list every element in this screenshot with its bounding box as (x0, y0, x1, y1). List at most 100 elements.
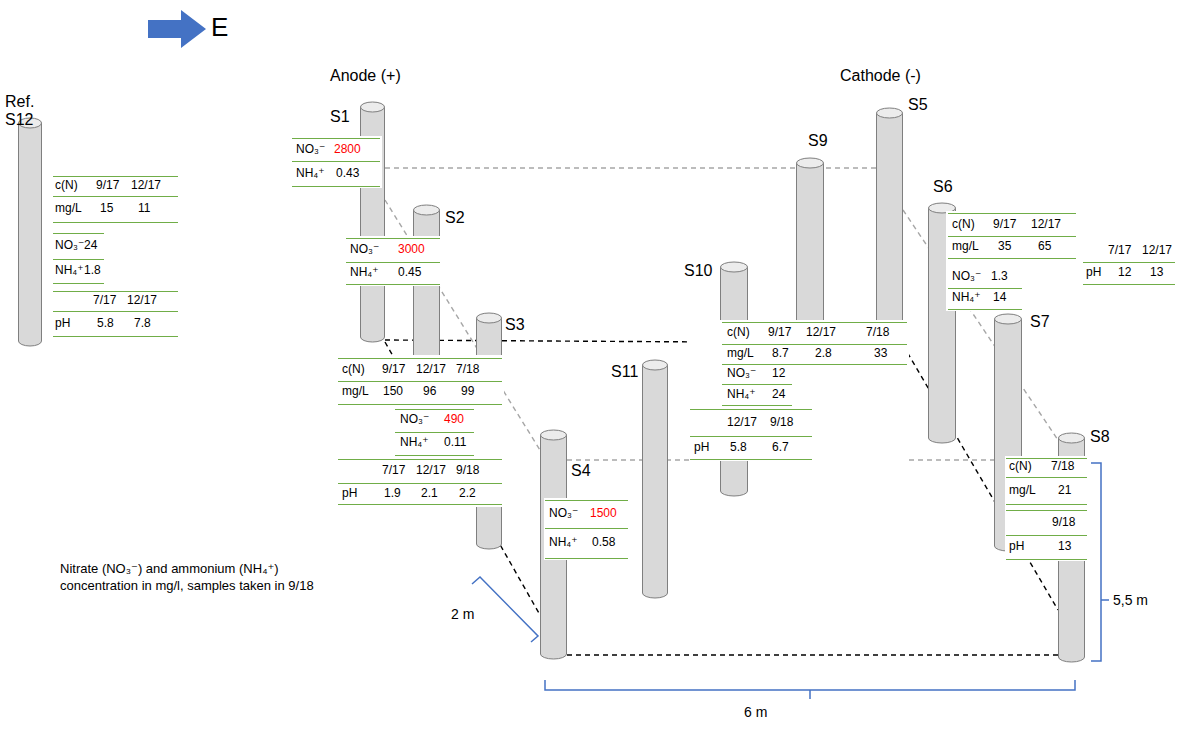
table-value: 7/18 (1051, 460, 1074, 474)
table-value: 5.8 (730, 441, 747, 455)
table-rule (53, 222, 178, 223)
cylinder-top (541, 430, 567, 440)
table-value: 1.9 (384, 487, 401, 501)
cylinder-top (995, 314, 1022, 324)
table-value: 2.8 (815, 347, 832, 361)
well-name: S4 (571, 462, 591, 480)
well-cylinder: Ref. S12 (18, 118, 42, 346)
table-value: pH (1086, 266, 1101, 280)
table-rule (722, 364, 907, 365)
table-value: 12/17 (727, 416, 757, 430)
table-value: c(N) (342, 363, 365, 377)
cylinder-top (797, 158, 824, 168)
table-value: 65 (1038, 240, 1051, 254)
table-value: 9/18 (1052, 516, 1075, 530)
table-value: Anode (+) (330, 67, 401, 85)
cylinder-top (643, 360, 668, 370)
well-name: S10 (684, 262, 712, 280)
table-value: 9/17 (993, 218, 1016, 232)
well-name: Ref. S12 (5, 93, 39, 130)
dimension-bracket (472, 577, 538, 642)
table-value: 2.1 (421, 487, 438, 501)
well-name: S8 (1090, 428, 1110, 446)
table-rule (292, 138, 380, 139)
table-rule (292, 186, 380, 187)
table-value: 12/17 (1031, 218, 1061, 232)
table-rule (53, 311, 178, 312)
well-name: S1 (330, 108, 350, 126)
table-rule (545, 558, 628, 559)
table-background (336, 355, 504, 507)
table-value: 12/17 (127, 294, 157, 308)
table-value: 33 (874, 347, 887, 361)
table-background (689, 320, 909, 461)
table-value: 24 (772, 388, 785, 402)
table-rule (722, 405, 792, 406)
table-value: c(N) (727, 326, 750, 340)
table-value: 9/17 (96, 179, 119, 193)
table-value: 0.43 (336, 167, 359, 181)
table-rule (53, 283, 104, 284)
table-rule (690, 409, 812, 410)
table-value: NO₃⁻ (952, 270, 981, 284)
well-name: S7 (1030, 313, 1050, 331)
cylinder-top (477, 313, 502, 323)
table-rule (53, 176, 178, 177)
table-rule (338, 504, 502, 505)
table-rule (53, 336, 178, 337)
table-value: 8.7 (772, 347, 789, 361)
cylinder-top (877, 108, 903, 118)
table-value: 99 (461, 385, 474, 399)
well-name: S2 (445, 209, 465, 227)
table-value: 0.45 (398, 266, 421, 280)
table-value: NH₄⁺ (400, 436, 429, 450)
well-name: S3 (505, 316, 525, 334)
table-rule (948, 213, 1076, 214)
cylinder-shape (642, 360, 668, 598)
table-rule (722, 344, 907, 345)
table-rule (1006, 510, 1087, 511)
cylinder-body (877, 113, 903, 351)
table-value: NH₄⁺ (727, 388, 756, 402)
table-value: c(N) (952, 218, 975, 232)
table-value: 7/18 (456, 363, 479, 377)
dimension-bracket (1091, 463, 1109, 661)
table-value: c(N) (1009, 460, 1032, 474)
table-value: E (211, 13, 228, 43)
table-value: 24 (84, 239, 97, 253)
table-value: NO₃⁻ (296, 143, 325, 157)
table-value: 11 (138, 202, 150, 216)
table-value: pH (1009, 540, 1024, 554)
table-value: mg/L (952, 240, 979, 254)
table-value: c(N) (55, 179, 78, 193)
table-value: Nitrate (NO₃⁻) and ammonium (NH₄⁺) conce… (60, 561, 335, 595)
table-value: NO₃⁻ (400, 413, 429, 427)
table-value: 2.2 (459, 487, 476, 501)
table-rule (948, 288, 1022, 289)
table-rule (545, 500, 628, 501)
cylinder-top (361, 102, 385, 112)
table-value: Cathode (-) (840, 67, 921, 85)
table-value: NH₄⁺ (549, 536, 578, 550)
well-name: S6 (933, 178, 953, 196)
table-value: 9/17 (382, 363, 405, 377)
table-value: 13 (1150, 266, 1163, 280)
table-rule (1006, 559, 1087, 560)
table-rule (948, 309, 1022, 310)
cylinder-shape (18, 118, 42, 346)
table-rule (338, 381, 502, 382)
table-value: 15 (100, 202, 113, 216)
table-rule (690, 459, 812, 460)
table-value: 7/17 (1108, 244, 1131, 258)
table-value: NO₃⁻ (549, 507, 578, 521)
table-value: mg/L (55, 202, 82, 216)
table-value: 150 (383, 385, 403, 399)
table-value: mg/L (727, 347, 754, 361)
table-rule (292, 161, 380, 162)
table-rule (395, 432, 474, 433)
table-value: NH₄⁺ (55, 264, 84, 278)
table-value: NH₄⁺ (350, 266, 379, 280)
table-rule (53, 196, 178, 197)
table-value: mg/L (342, 385, 369, 399)
table-value: 12/17 (131, 179, 161, 193)
